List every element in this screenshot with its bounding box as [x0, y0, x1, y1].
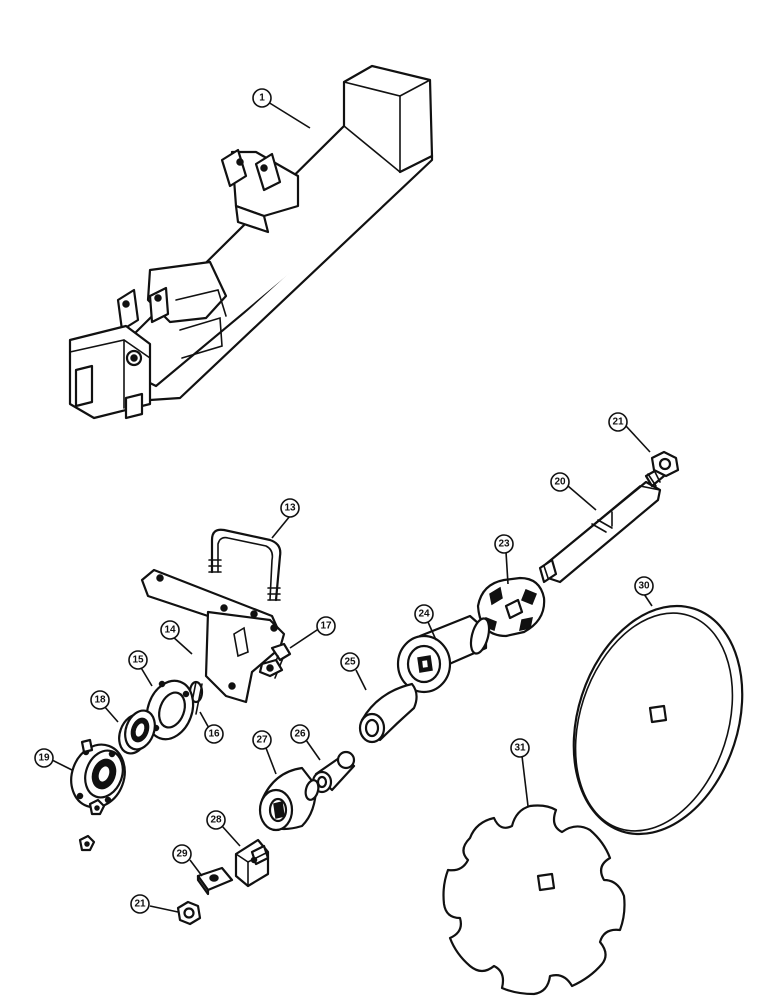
callout-24: 24	[414, 604, 434, 624]
svg-text:24: 24	[418, 609, 430, 620]
callout-29: 29	[172, 844, 192, 864]
callout-13: 13	[280, 498, 300, 518]
svg-text:30: 30	[638, 581, 650, 592]
svg-text:25: 25	[344, 657, 356, 668]
leader-lines	[51, 101, 653, 913]
svg-text:19: 19	[38, 753, 50, 764]
svg-text:18: 18	[94, 695, 106, 706]
part-24-spool	[396, 614, 491, 694]
svg-text:13: 13	[284, 503, 296, 514]
callout-17: 17	[316, 616, 336, 636]
callout-20: 20	[550, 472, 570, 492]
part-25-bell-spacer	[358, 682, 418, 744]
part-21-nut-bottom	[176, 900, 202, 926]
svg-text:15: 15	[132, 655, 144, 666]
callout-21-bottom: 21	[130, 894, 150, 914]
svg-text:21: 21	[134, 899, 146, 910]
svg-text:27: 27	[256, 735, 268, 746]
callout-30: 30	[634, 576, 654, 596]
callout-23: 23	[494, 534, 514, 554]
part-19-flange-housing	[70, 738, 126, 809]
part-15-flangette	[145, 679, 195, 741]
callout-26: 26	[290, 724, 310, 744]
callout-31: 31	[510, 738, 530, 758]
svg-text:16: 16	[208, 729, 220, 740]
part-13-u-bolt	[208, 528, 282, 602]
svg-text:28: 28	[210, 815, 222, 826]
part-23-spool-washer	[476, 576, 546, 638]
callout-14: 14	[160, 620, 180, 640]
svg-text:26: 26	[294, 729, 306, 740]
svg-text:17: 17	[320, 621, 332, 632]
callout-28: 28	[206, 810, 226, 830]
callout-27: 27	[252, 730, 272, 750]
svg-text:1: 1	[259, 93, 265, 104]
part-28-end-washer	[234, 838, 270, 888]
callout-21-top: 21	[608, 412, 628, 432]
part-14-bearing-bracket	[140, 568, 286, 704]
callout-25: 25	[340, 652, 360, 672]
callout-19: 19	[34, 748, 54, 768]
part-18-bearing	[118, 709, 156, 755]
callout-1: 1	[252, 88, 272, 108]
callout-16: 16	[204, 724, 224, 744]
callout-15: 15	[128, 650, 148, 670]
part-21-nut-top	[650, 450, 680, 478]
part-1-frame-tube	[68, 64, 434, 420]
part-17-bolt	[258, 642, 292, 679]
part-27-bell-housing	[258, 766, 320, 832]
svg-text:29: 29	[176, 849, 188, 860]
part-29-square-washer	[196, 866, 234, 896]
part-30-plain-disc	[572, 604, 744, 836]
svg-text:14: 14	[164, 625, 176, 636]
part-nuts-19	[78, 798, 106, 852]
svg-text:31: 31	[514, 743, 526, 754]
svg-text:23: 23	[498, 539, 510, 550]
callout-18: 18	[90, 690, 110, 710]
svg-text:21: 21	[612, 417, 624, 428]
part-31-notched-disc	[442, 804, 626, 996]
svg-text:20: 20	[554, 477, 566, 488]
